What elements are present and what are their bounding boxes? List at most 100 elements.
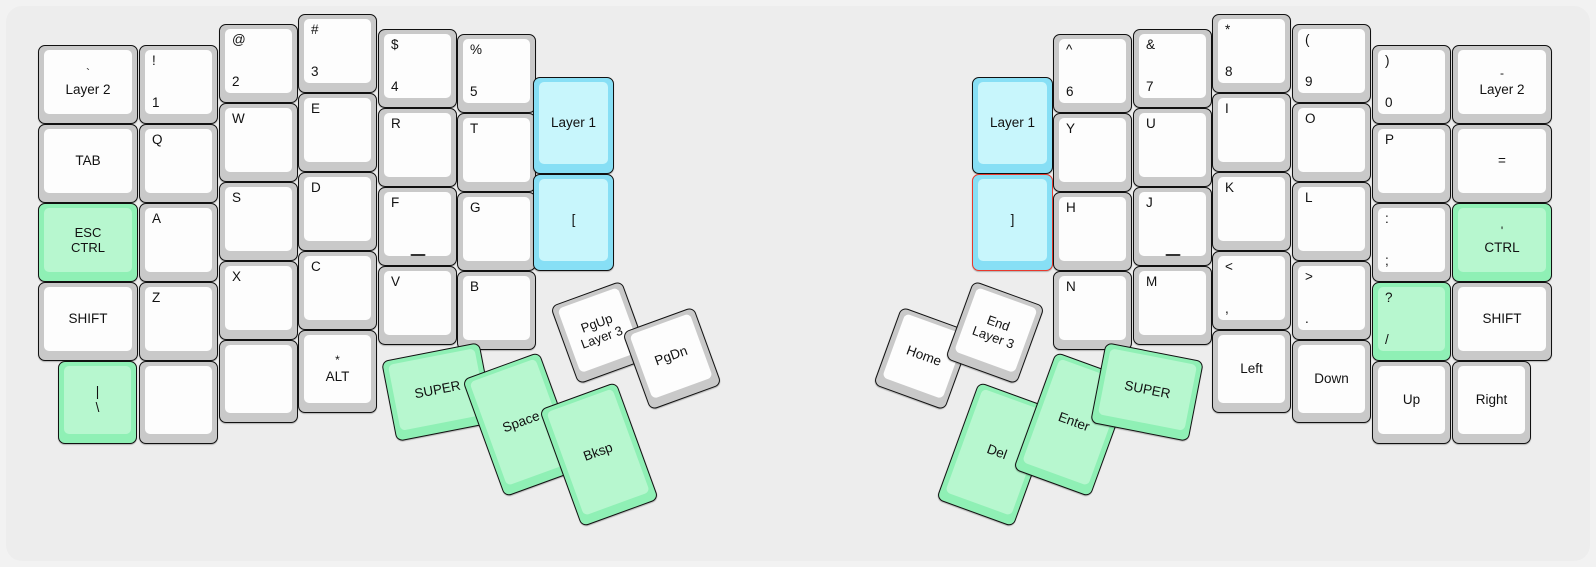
key-l-c4-r1[interactable]: #3 [298, 14, 377, 93]
key-legend: 6 [1066, 84, 1074, 100]
key-l-c6-r1[interactable]: %5 [457, 34, 536, 113]
key-l-c6-r2[interactable]: T [457, 113, 536, 192]
key-legend: < [1225, 259, 1233, 274]
key-legend: L [1305, 190, 1313, 205]
key-r-c1-r1[interactable]: Layer 1 [972, 77, 1053, 174]
key-r-c4-r1[interactable]: *8 [1212, 14, 1291, 93]
key-l-c2-r2[interactable]: Q [139, 124, 218, 203]
keycap-l-c3-r3: S [225, 187, 292, 251]
key-r-c7-r2[interactable]: = [1452, 124, 1552, 203]
keycap-r-c5-r4: >. [1298, 266, 1365, 330]
key-l-c3-r2[interactable]: W [219, 103, 298, 182]
key-legend: K [1225, 180, 1235, 195]
key-legend: : [1385, 211, 1389, 226]
keycap-r-c7-r5: Right [1458, 366, 1525, 434]
key-l-c1-r4[interactable]: SHIFT [38, 282, 138, 361]
key-legend: M [1146, 274, 1158, 289]
key-l-c2-r4[interactable]: Z [139, 282, 218, 361]
key-r-c1-r2[interactable]: ] [972, 174, 1053, 271]
key-legend: ) [1385, 53, 1390, 68]
key-r-c6-r2[interactable]: P [1372, 124, 1451, 203]
key-l-c7-r2[interactable]: [ [533, 174, 614, 271]
key-l-c4-r3[interactable]: D [298, 172, 377, 251]
keycap-r-c5-r5: Down [1298, 345, 1365, 413]
key-legend: 1 [152, 95, 160, 111]
key-r-c2-r3[interactable]: H [1053, 192, 1132, 271]
key-r-c6-r1[interactable]: )0 [1372, 45, 1451, 124]
key-r-c5-r1[interactable]: (9 [1292, 24, 1371, 103]
keycap-l-c3-r4: X [225, 266, 292, 330]
key-l-c3-r5[interactable] [219, 340, 298, 423]
key-l-c3-r4[interactable]: X [219, 261, 298, 340]
key-l-t-pgdn[interactable]: PgDn [622, 306, 722, 411]
key-r-c3-r1[interactable]: &7 [1133, 29, 1212, 108]
key-r-c7-r1[interactable]: -Layer 2 [1452, 45, 1552, 124]
keycap-l-c2-r1: !1 [145, 50, 212, 114]
key-l-c4-r2[interactable]: E [298, 93, 377, 172]
key-legend: B [470, 279, 480, 294]
key-legend: * [1225, 22, 1231, 37]
keycap-l-c5-r4: V [384, 271, 451, 335]
key-r-c2-r2[interactable]: Y [1053, 113, 1132, 192]
key-r-c3-r2[interactable]: U [1133, 108, 1212, 187]
key-legend: / [1385, 332, 1389, 348]
key-legend: 2 [232, 74, 240, 90]
key-r-c7-r3[interactable]: 'CTRL [1452, 203, 1552, 282]
key-l-c7-r1[interactable]: Layer 1 [533, 77, 614, 174]
key-legend: TAB [75, 153, 101, 169]
key-l-c4-r4[interactable]: C [298, 251, 377, 330]
keycap-l-c3-r5 [225, 345, 292, 413]
key-r-c7-r5[interactable]: Right [1452, 361, 1531, 444]
key-r-c2-r4[interactable]: N [1053, 271, 1132, 350]
key-l-c5-r2[interactable]: R [378, 108, 457, 187]
key-r-c6-r3[interactable]: :; [1372, 203, 1451, 282]
key-l-c4-r5[interactable]: *ALT [298, 330, 377, 413]
keycap-r-c7-r2: = [1458, 129, 1546, 193]
key-legend: * [335, 353, 340, 368]
key-legend: Y [1066, 121, 1076, 136]
key-r-c3-r4[interactable]: M [1133, 266, 1212, 345]
keycap-l-c1-r4: SHIFT [44, 287, 132, 351]
key-r-c5-r2[interactable]: O [1292, 103, 1371, 182]
key-r-c6-r4[interactable]: ?/ [1372, 282, 1451, 361]
key-legend: D [311, 180, 321, 195]
key-r-c3-r3[interactable]: J [1133, 187, 1212, 266]
key-r-c5-r3[interactable]: L [1292, 182, 1371, 261]
key-l-c1-r1[interactable]: `Layer 2 [38, 45, 138, 124]
key-legend: ] [1010, 212, 1015, 228]
key-r-c5-r5[interactable]: Down [1292, 340, 1371, 423]
key-l-c3-r1[interactable]: @2 [219, 24, 298, 103]
key-legend: ? [1385, 290, 1393, 305]
keycap-r-c7-r1: -Layer 2 [1458, 50, 1546, 114]
key-l-c1-r2[interactable]: TAB [38, 124, 138, 203]
key-l-c5-r4[interactable]: V [378, 266, 457, 345]
key-legend: , [1225, 301, 1229, 317]
key-legend: SUPER [1123, 377, 1172, 401]
key-l-c1-r5[interactable]: |\ [58, 361, 137, 444]
key-r-c2-r1[interactable]: ^6 [1053, 34, 1132, 113]
key-r-c5-r4[interactable]: >. [1292, 261, 1371, 340]
key-r-c7-r4[interactable]: SHIFT [1452, 282, 1552, 361]
key-legend: Down [1314, 371, 1349, 387]
key-l-t-bksp[interactable]: Bksp [539, 381, 659, 528]
key-l-c3-r3[interactable]: S [219, 182, 298, 261]
key-l-c6-r4[interactable]: B [457, 271, 536, 350]
key-legend: ` [86, 66, 90, 81]
key-r-c4-r5[interactable]: Left [1212, 330, 1291, 413]
key-l-c5-r1[interactable]: $4 [378, 29, 457, 108]
key-r-c4-r4[interactable]: <, [1212, 251, 1291, 330]
key-r-c4-r2[interactable]: I [1212, 93, 1291, 172]
keycap-r-c2-r2: Y [1059, 118, 1126, 182]
key-l-c2-r1[interactable]: !1 [139, 45, 218, 124]
key-r-c4-r3[interactable]: K [1212, 172, 1291, 251]
key-l-c5-r3[interactable]: F [378, 187, 457, 266]
key-r-c6-r5[interactable]: Up [1372, 361, 1451, 444]
key-l-c6-r3[interactable]: G [457, 192, 536, 271]
key-l-c2-r3[interactable]: A [139, 203, 218, 282]
keycap-l-c4-r1: #3 [304, 19, 371, 83]
key-l-c2-r5[interactable] [139, 361, 218, 444]
key-legend: # [311, 22, 319, 37]
